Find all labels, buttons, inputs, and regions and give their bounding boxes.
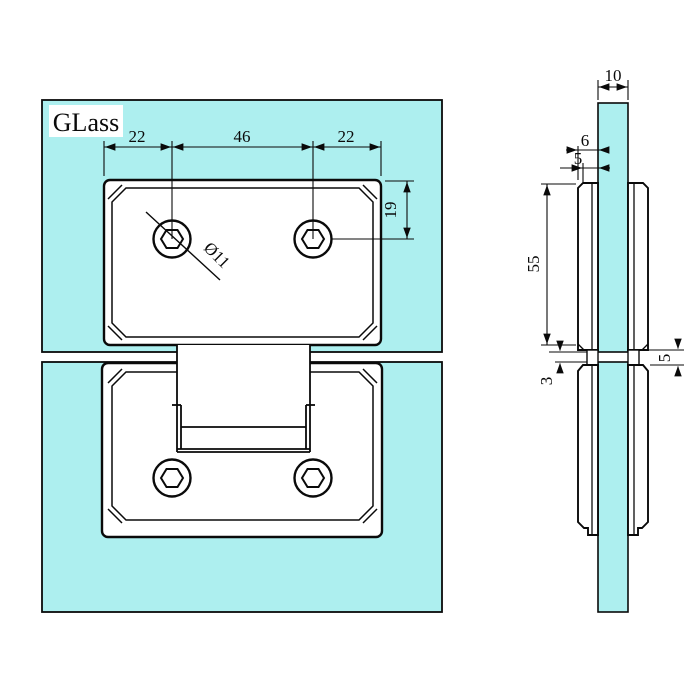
upper-plate-outline	[102, 178, 383, 347]
side-lower-plates	[577, 364, 649, 536]
screw-hole-bottom-right	[293, 458, 333, 498]
lower-plate-corner-chamfers	[107, 368, 378, 524]
dim-glass-gap-label: 3	[537, 377, 556, 386]
dim-plate-height-label: 55	[524, 256, 543, 273]
glass-edge-lower	[597, 361, 629, 613]
hinge-upper-plate	[102, 178, 383, 347]
dim-hole-top-label: 19	[381, 202, 400, 219]
glass-label-text: GLass	[53, 108, 119, 137]
upper-plate-inner-outline	[111, 187, 374, 338]
screw-hole-bottom-left	[152, 458, 192, 498]
dim-knuckle-gap-label: 5	[655, 354, 674, 363]
dim-glass-thickness	[597, 80, 629, 100]
dim-hole-spacing-label: 46	[234, 127, 251, 146]
dim-left-offset-label: 22	[129, 127, 146, 146]
dim-plate-body	[560, 163, 610, 182]
knuckle-body	[177, 345, 310, 452]
hinge-knuckle-front	[172, 345, 315, 453]
upper-plate-corner-chamfers	[107, 184, 378, 341]
dim-right-offset-label: 22	[338, 127, 355, 146]
dim-glass-gap	[549, 340, 587, 374]
side-view: 10 6 5 55	[524, 66, 684, 613]
dim-knuckle-gap	[642, 338, 684, 377]
dim-glass-thickness-label: 10	[605, 66, 622, 85]
front-view: GLass	[41, 99, 443, 613]
dim-plate-height	[541, 183, 576, 346]
glass-edge-upper	[597, 102, 629, 353]
dim-plate-body-label: 5	[574, 149, 583, 168]
glass-label-box	[49, 105, 123, 137]
side-upper-plates	[577, 182, 649, 351]
lower-plate-inner-outline	[111, 371, 374, 521]
glass-label: GLass	[49, 105, 123, 137]
dim-chain-top	[103, 141, 382, 239]
dim-plate-total	[566, 146, 610, 180]
dim-hole-top-offset	[332, 180, 414, 240]
dim-plate-total-label: 6	[581, 131, 590, 150]
